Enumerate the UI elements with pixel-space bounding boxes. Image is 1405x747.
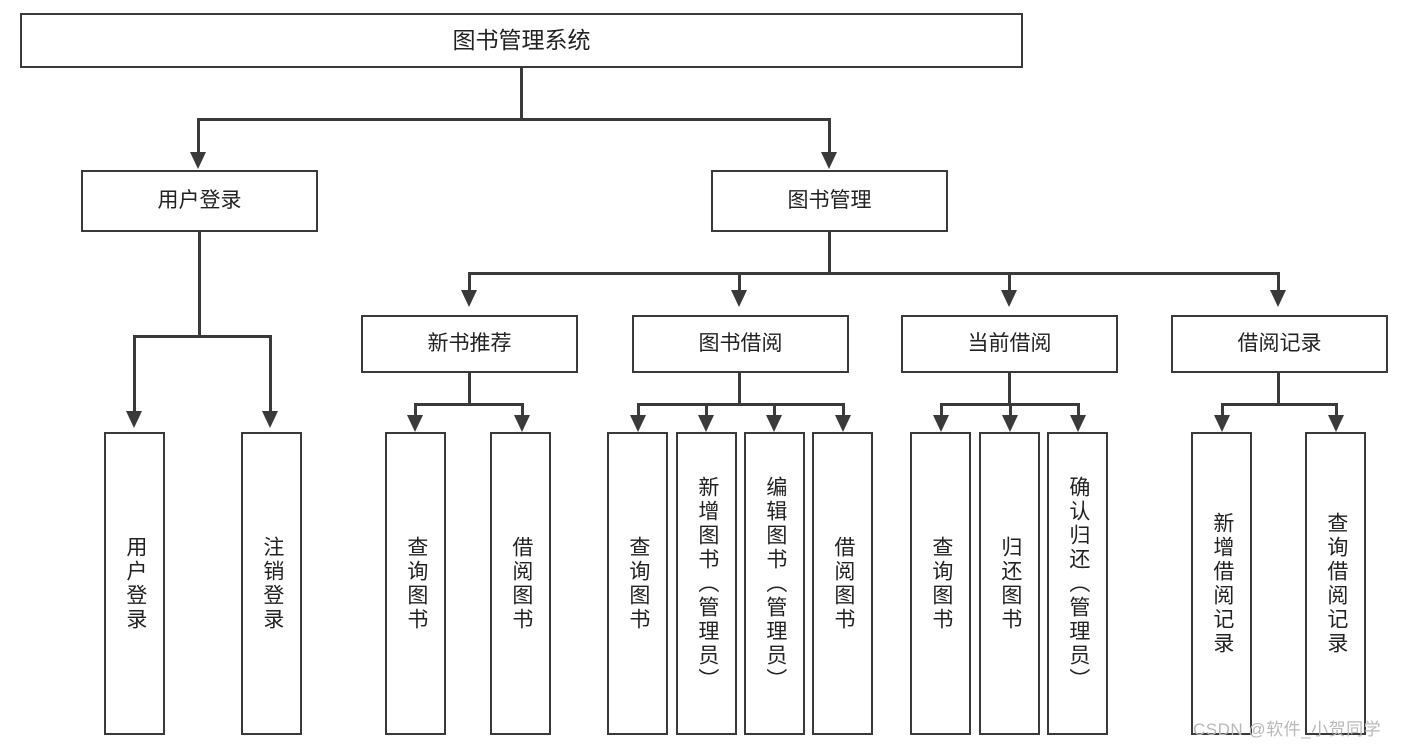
connector-root-stem xyxy=(520,68,523,118)
connector-br-bus xyxy=(1221,403,1338,406)
arrow-bb-leaf-3 xyxy=(766,415,782,432)
connector-br-drop-1 xyxy=(1221,403,1224,417)
connector-br-stem xyxy=(1277,373,1280,403)
connector-root-bus xyxy=(197,118,831,121)
node-label: 图书管理 xyxy=(787,188,872,212)
arrow-cb-leaf-1 xyxy=(933,415,949,432)
connector-cb-drop-1 xyxy=(940,403,943,417)
node-label: 借阅记录 xyxy=(1237,331,1322,355)
leaf-label: 新增借阅记录 xyxy=(1210,511,1234,656)
leaf-query-book-nbr[interactable]: 查询图书 xyxy=(385,432,446,735)
connector-book-manage-drop-4 xyxy=(1277,272,1280,292)
arrow-to-leaf-user-login xyxy=(126,411,142,428)
connector-user-login-stem xyxy=(198,232,201,335)
connector-nbr-drop-1 xyxy=(414,403,417,417)
leaf-label: 确认归还（管理员） xyxy=(1066,475,1090,692)
connector-book-manage-drop-2 xyxy=(738,272,741,292)
connector-cb-stem xyxy=(1008,373,1011,403)
arrow-to-book-borrow xyxy=(731,290,747,307)
leaf-borrow-book-bb[interactable]: 借阅图书 xyxy=(812,432,873,735)
leaf-query-book-cb[interactable]: 查询图书 xyxy=(910,432,971,735)
connector-bb-drop-2 xyxy=(705,403,708,417)
connector-nbr-stem xyxy=(468,373,471,403)
leaf-label: 借阅图书 xyxy=(509,535,533,632)
arrow-to-book-manage xyxy=(821,152,837,169)
node-borrow-record[interactable]: 借阅记录 xyxy=(1171,315,1388,373)
leaf-label: 查询图书 xyxy=(929,535,953,632)
connector-bb-drop-1 xyxy=(637,403,640,417)
arrow-to-leaf-logout xyxy=(262,411,278,428)
connector-bb-drop-3 xyxy=(773,403,776,417)
node-book-manage[interactable]: 图书管理 xyxy=(711,170,948,232)
leaf-add-book-admin[interactable]: 新增图书（管理员） xyxy=(676,432,737,735)
connector-bb-stem xyxy=(738,373,741,403)
leaf-label: 用户登录 xyxy=(123,535,147,632)
arrow-to-user-login xyxy=(190,152,206,169)
node-label: 新书推荐 xyxy=(427,331,512,355)
node-label: 图书借阅 xyxy=(698,331,783,355)
connector-root-drop-1 xyxy=(197,118,200,154)
leaf-query-borrow-record[interactable]: 查询借阅记录 xyxy=(1305,432,1366,735)
leaf-label: 归还图书 xyxy=(998,535,1022,632)
leaf-label: 查询图书 xyxy=(626,535,650,632)
arrow-cb-leaf-3 xyxy=(1070,415,1086,432)
connector-book-manage-bus xyxy=(468,272,1280,275)
connector-nbr-drop-2 xyxy=(521,403,524,417)
connector-root-drop-2 xyxy=(828,118,831,154)
leaf-label: 编辑图书（管理员） xyxy=(763,475,787,692)
leaf-label: 查询借阅记录 xyxy=(1324,511,1348,656)
arrow-cb-leaf-2 xyxy=(1002,415,1018,432)
connector-br-drop-2 xyxy=(1335,403,1338,417)
leaf-add-borrow-record[interactable]: 新增借阅记录 xyxy=(1191,432,1252,735)
connector-book-manage-drop-1 xyxy=(468,272,471,292)
arrow-to-new-book-recommend xyxy=(461,290,477,307)
leaf-logout[interactable]: 注销登录 xyxy=(241,432,302,735)
arrow-br-leaf-1 xyxy=(1214,415,1230,432)
connector-cb-drop-2 xyxy=(1009,403,1012,417)
leaf-confirm-return-admin[interactable]: 确认归还（管理员） xyxy=(1047,432,1108,735)
connector-bb-drop-4 xyxy=(842,403,845,417)
leaf-borrow-book-nbr[interactable]: 借阅图书 xyxy=(490,432,551,735)
node-book-borrow[interactable]: 图书借阅 xyxy=(632,315,849,373)
node-current-borrow[interactable]: 当前借阅 xyxy=(901,315,1118,373)
arrow-bb-leaf-1 xyxy=(630,415,646,432)
leaf-user-login[interactable]: 用户登录 xyxy=(104,432,165,735)
connector-user-login-drop-2 xyxy=(269,335,272,413)
leaf-edit-book-admin[interactable]: 编辑图书（管理员） xyxy=(744,432,805,735)
leaf-query-book-bb[interactable]: 查询图书 xyxy=(607,432,668,735)
node-label: 当前借阅 xyxy=(967,331,1052,355)
arrow-nbr-leaf-1 xyxy=(407,415,423,432)
leaf-label: 注销登录 xyxy=(260,535,284,632)
arrow-to-borrow-record xyxy=(1270,290,1286,307)
arrow-br-leaf-2 xyxy=(1328,415,1344,432)
leaf-label: 新增图书（管理员） xyxy=(695,475,719,692)
node-root-system[interactable]: 图书管理系统 xyxy=(20,13,1023,68)
connector-book-manage-drop-3 xyxy=(1008,272,1011,292)
connector-nbr-bus xyxy=(414,403,524,406)
watermark-text: CSDN @软件_小贺同学 xyxy=(1193,720,1382,739)
connector-bb-bus xyxy=(637,403,845,406)
leaf-return-book[interactable]: 归还图书 xyxy=(979,432,1040,735)
connector-user-login-bus xyxy=(133,335,272,338)
leaf-label: 借阅图书 xyxy=(831,535,855,632)
node-label: 用户登录 xyxy=(157,188,242,212)
leaf-label: 查询图书 xyxy=(404,535,428,632)
node-user-login[interactable]: 用户登录 xyxy=(81,170,318,232)
connector-user-login-drop-1 xyxy=(133,335,136,413)
connector-cb-drop-3 xyxy=(1077,403,1080,417)
arrow-nbr-leaf-2 xyxy=(514,415,530,432)
connector-book-manage-stem xyxy=(828,232,831,274)
arrow-to-current-borrow xyxy=(1001,290,1017,307)
arrow-bb-leaf-2 xyxy=(698,415,714,432)
node-label: 图书管理系统 xyxy=(452,27,591,54)
node-new-book-recommend[interactable]: 新书推荐 xyxy=(361,315,578,373)
arrow-bb-leaf-4 xyxy=(835,415,851,432)
